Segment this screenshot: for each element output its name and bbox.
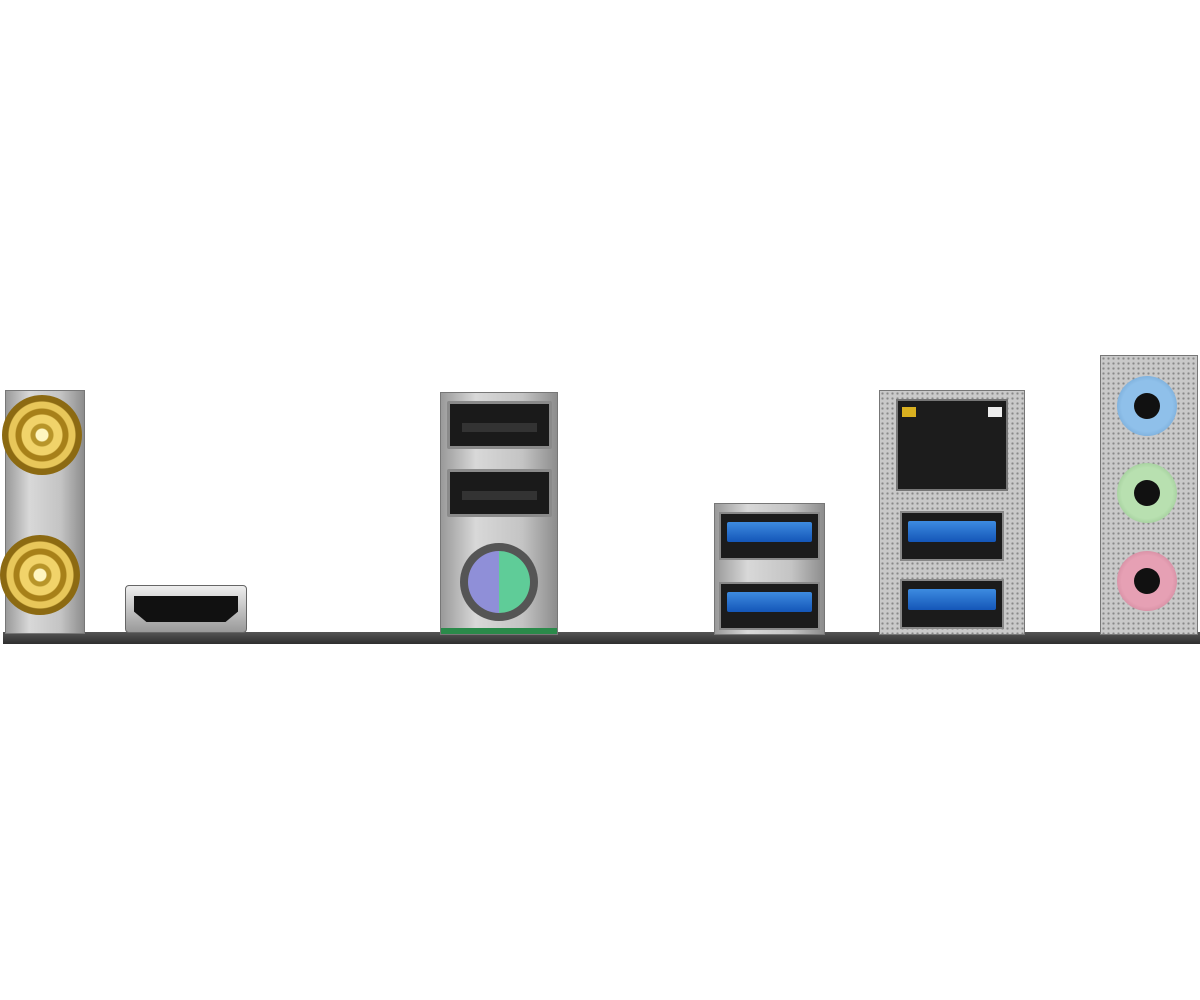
- antenna-connector-2[interactable]: [0, 535, 80, 615]
- usb3-port-4[interactable]: [900, 579, 1004, 629]
- usb3-port-2[interactable]: [719, 582, 820, 630]
- motherboard-edge: [3, 632, 1200, 644]
- hdmi-socket: [134, 596, 238, 622]
- audio-jack-block: [1100, 355, 1198, 635]
- audio-mic-jack[interactable]: [1117, 551, 1177, 611]
- usb3-port-3[interactable]: [900, 511, 1004, 561]
- usb3-port-1[interactable]: [719, 512, 820, 560]
- lan-usb3-block: [879, 390, 1025, 635]
- antenna-connector-1[interactable]: [2, 395, 82, 475]
- lan-led-speed: [988, 407, 1002, 417]
- ethernet-port[interactable]: [896, 399, 1008, 491]
- ps2-port[interactable]: [460, 543, 538, 621]
- usb2-port-2[interactable]: [447, 469, 552, 517]
- usb2-ps2-block: [440, 392, 558, 635]
- audio-line-in-jack[interactable]: [1117, 376, 1177, 436]
- usb3-stack: [714, 503, 825, 635]
- lan-led-activity: [902, 407, 916, 417]
- usb2-port-1[interactable]: [447, 401, 552, 449]
- ps2-base: [441, 628, 557, 634]
- wifi-antenna-bracket: [0, 390, 85, 634]
- hdmi-port[interactable]: [125, 585, 247, 633]
- ps2-combo-socket: [468, 551, 530, 613]
- audio-line-out-jack[interactable]: [1117, 463, 1177, 523]
